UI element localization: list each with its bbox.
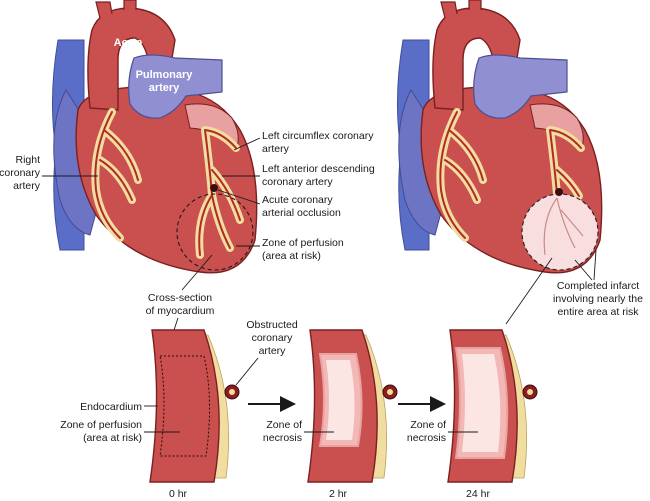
infarct-vessels xyxy=(543,197,584,256)
infarct-label-1: Completed infarct xyxy=(557,280,639,292)
pulmonary-artery-right xyxy=(473,54,568,119)
circumflex-leader xyxy=(233,137,261,151)
right-coronary-label-2: coronary xyxy=(0,167,41,179)
artery-lumen-24hr xyxy=(527,389,533,395)
pulmonary-artery-left xyxy=(128,54,223,119)
pulmonary-artery-label-1: Pulmonary xyxy=(136,69,194,81)
pulmonary-artery-label-2: artery xyxy=(149,82,180,94)
section-0hr xyxy=(149,329,240,483)
necrosis-2hr-label-1: Zone of xyxy=(266,419,302,431)
coronary-vessels-left xyxy=(91,108,244,259)
aortic-branches-right xyxy=(440,0,482,19)
necrosis-core-2hr xyxy=(326,360,355,440)
artery-lumen-2hr xyxy=(387,389,393,395)
necrosis-24hr-label-2: necrosis xyxy=(407,432,446,444)
cross-section-leader-top xyxy=(181,254,213,291)
lad-label-2: coronary artery xyxy=(262,176,333,188)
heart-left xyxy=(51,0,258,274)
circumflex-label-1: Left circumflex coronary xyxy=(262,130,374,142)
aorta-label: Aorta xyxy=(114,37,144,49)
occlusion-leader xyxy=(217,189,261,205)
myocardium-0hr xyxy=(149,329,220,483)
lad-label-1: Left anterior descending xyxy=(262,163,375,175)
obstructed-leader xyxy=(235,357,259,386)
infarct-label-3: entire area at risk xyxy=(557,306,639,318)
time-2hr: 2 hr xyxy=(329,488,348,500)
infarct-zone xyxy=(521,193,599,271)
area-at-risk-circle xyxy=(176,193,254,271)
artery-lumen-0hr xyxy=(229,389,235,395)
endocardium-label: Endocardium xyxy=(80,401,142,413)
circumflex-label-2: artery xyxy=(262,143,290,155)
section-perfusion-label-1: Zone of perfusion xyxy=(60,419,142,431)
section-24hr xyxy=(447,329,538,483)
infarct-leader-1 xyxy=(574,259,593,281)
cross-section-leader-bottom xyxy=(173,317,179,331)
necrosis-core-24hr xyxy=(462,354,501,452)
aortic-branches-left xyxy=(95,0,137,19)
necrosis-24hr-label-1: Zone of xyxy=(410,419,446,431)
obstructed-label-3: artery xyxy=(259,345,287,357)
time-0hr: 0 hr xyxy=(169,488,188,500)
infarct-leader-3 xyxy=(505,257,553,325)
obstructed-label-2: coronary xyxy=(252,332,294,344)
section-perfusion-label-2: (area at risk) xyxy=(83,432,142,444)
perfusion-outline-0hr xyxy=(159,355,211,457)
obstructed-label-1: Obstructed xyxy=(246,319,298,331)
infarct-label-2: involving nearly the xyxy=(553,293,643,305)
cross-section-label-1: Cross-section xyxy=(148,292,212,304)
occlusion-label-2: arterial occlusion xyxy=(262,207,341,219)
occlusion-point-right xyxy=(555,188,563,196)
infarct-leader-2 xyxy=(593,249,597,281)
time-24hr: 24 hr xyxy=(466,488,490,500)
perfusion-label-1: Zone of perfusion xyxy=(262,237,344,249)
necrosis-2hr-label-2: necrosis xyxy=(263,432,302,444)
cross-section-label-2: of myocardium xyxy=(146,305,215,317)
occlusion-point-left xyxy=(210,184,218,192)
right-coronary-label-1: Right xyxy=(15,154,40,166)
heart-right xyxy=(396,0,603,274)
section-2hr xyxy=(307,329,398,483)
occlusion-label-1: Acute coronary xyxy=(262,194,333,206)
perfusion-label-2: (area at risk) xyxy=(262,250,321,262)
right-coronary-label-3: artery xyxy=(13,180,41,192)
